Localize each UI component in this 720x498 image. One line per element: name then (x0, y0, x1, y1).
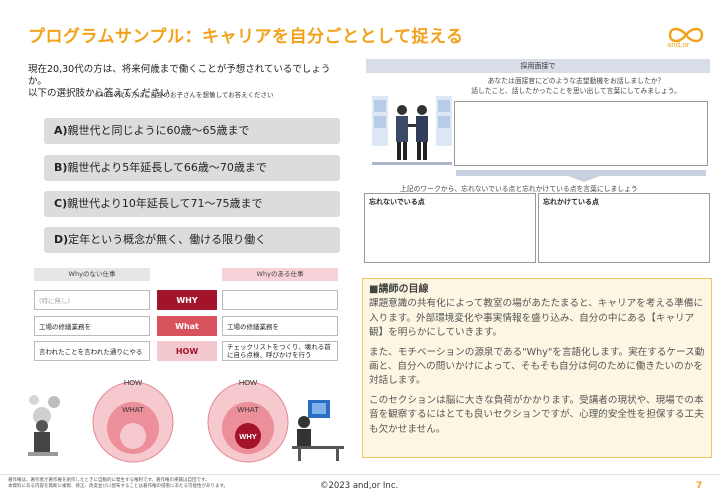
question-line-2: 以下の選択肢から答えてください (28, 88, 170, 99)
page-number: 7 (696, 481, 703, 491)
why-less-cell-how: 言われたことを言われた通りにやる (34, 341, 150, 361)
why-less-cell-what: 工場の修繕業務を (34, 316, 150, 336)
option-label: 親世代より10年延長して71〜75歳まで (67, 197, 263, 210)
why-full-header: Whyのある仕事 (222, 268, 338, 281)
why-less-cell-why: (特に無し) (34, 290, 150, 310)
golden-circle-without-why: HOW WHAT (28, 378, 174, 463)
remembered-points-label: 忘れないでいる点 (369, 198, 425, 206)
interview-header: 採用面接で (366, 59, 710, 73)
option-label: 定年という概念が無く、働ける限り働く (68, 233, 267, 246)
lecturer-heading: ■講師の目線 (369, 284, 429, 295)
option-c[interactable]: C)親世代より10年延長して71〜75歳まで (44, 191, 340, 217)
down-arrow-icon (568, 176, 600, 182)
copyright-notice-line-2: 本資料にある内容を無断に複製、修正、改変並びに配布することは著作権の侵害にあたる… (8, 484, 229, 489)
option-a[interactable]: A)親世代と同じように60歳〜65歳まで (44, 118, 340, 144)
infinity-logo-icon (668, 27, 704, 43)
what-circle-label: WHAT (237, 405, 259, 414)
copyright-text: ©2023 and,or Inc. (320, 481, 399, 491)
down-arrow-bar (456, 170, 706, 176)
logo-text: and,or (667, 41, 690, 49)
option-b[interactable]: B)親世代より5年延長して66歳〜70歳まで (44, 155, 340, 181)
option-key: C) (54, 197, 68, 210)
option-key: B) (54, 161, 68, 174)
how-circle-label: HOW (239, 378, 258, 387)
option-label: 親世代より5年延長して66歳〜70歳まで (67, 161, 267, 174)
stressed-worker-icon (28, 395, 60, 456)
interview-handshake-icon (372, 96, 452, 165)
interview-question-line-2: 話したこと、話したかったことを思い出して言葉にしてみましょう。 (471, 87, 681, 95)
forgotten-points-label: 忘れかけている点 (543, 198, 599, 206)
interview-question: あなたは面接官にどのような志望動機をお話しましたか？ 話したこと、話したかったこ… (436, 76, 716, 96)
lecturer-paragraph-1: 課題意識の共有化によって教室の場があたたまると、キャリアを考える準備に入ります。… (369, 298, 704, 339)
why-full-cell-what: 工場の修繕業務を (222, 316, 338, 336)
worker-at-desk-icon (292, 400, 344, 461)
question-note: ※40,50代の方はご自身のお子さんを想像してお答えください (94, 91, 274, 99)
lecturer-paragraph-2: また、モチベーションの源泉である"Why"を言語化します。実在するケース動画と、… (369, 346, 705, 387)
question-text: 現在20,30代の方は、将来何歳まで働くことが予想されているでしょうか。 以下の… (28, 64, 348, 100)
lecturer-paragraph-3: このセクションは脳に大きな負荷がかかります。受講者の現状や、現場での本音を観察す… (369, 394, 704, 435)
lecturer-perspective-panel: ■講師の目線 課題意識の共有化によって教室の場があたたまると、キャリアを考える準… (362, 278, 712, 458)
what-circle-label: WHAT (122, 405, 144, 414)
footer-divider (0, 474, 720, 475)
option-d[interactable]: D)定年という概念が無く、働ける限り働く (44, 227, 340, 253)
golden-circle-with-why: HOW WHAT WHY (207, 378, 344, 463)
option-key: A) (54, 124, 68, 137)
remembered-points-box[interactable]: 忘れないでいる点 (364, 193, 536, 263)
why-circle-label: WHY (239, 432, 257, 441)
option-key: D) (54, 233, 69, 246)
what-tag: What (157, 316, 217, 336)
interview-question-line-1: あなたは面接官にどのような志望動機をお話しましたか？ (487, 77, 665, 85)
why-full-cell-how: チェックリストをつくり、壊れる前に自ら点検、呼びかけを行う (222, 341, 338, 361)
why-tag: WHY (157, 290, 217, 310)
question-line-1: 現在20,30代の方は、将来何歳まで働くことが予想されているでしょうか。 (28, 64, 331, 87)
motivation-answer-box[interactable] (454, 101, 708, 166)
why-less-header: Whyのない仕事 (34, 268, 150, 281)
reflection-caption: 上記のワークから、忘れないでいる点と忘れかけている点を言葉にしましょう (400, 185, 638, 193)
forgotten-points-box[interactable]: 忘れかけている点 (538, 193, 710, 263)
copyright-notice-line-1: 著作権は、著作者が著作権を創作したときに自動的に発生する権利です。著作権の帰属は… (8, 478, 210, 483)
page-title: プログラムサンプル：キャリアを自分ごととして捉える (28, 27, 464, 47)
how-tag: HOW (157, 341, 217, 361)
copyright-notice: 著作権は、著作者が著作権を創作したときに自動的に発生する権利です。著作権の帰属は… (8, 478, 278, 490)
why-full-cell-why (222, 290, 338, 310)
how-circle-label: HOW (124, 378, 143, 387)
option-label: 親世代と同じように60歳〜65歳まで (67, 124, 250, 137)
